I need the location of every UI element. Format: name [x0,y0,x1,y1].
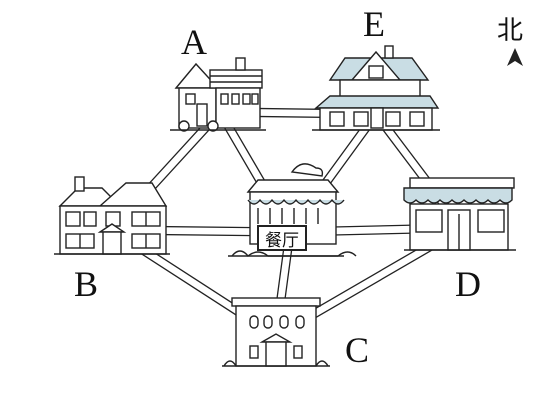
label-e: E [363,4,385,44]
building-a [170,57,266,132]
label-b: B [74,264,99,304]
north-arrow-icon [507,48,523,66]
restaurant-sign: 餐厅 [257,225,307,251]
north-indicator: 北 [497,10,537,70]
label-a: A [181,22,207,62]
building-e [312,45,440,131]
label-d: D [455,264,481,304]
building-c [222,297,330,367]
label-c: C [345,330,370,370]
building-d [403,177,516,251]
north-label: 北 [497,16,524,46]
building-b [54,176,170,255]
